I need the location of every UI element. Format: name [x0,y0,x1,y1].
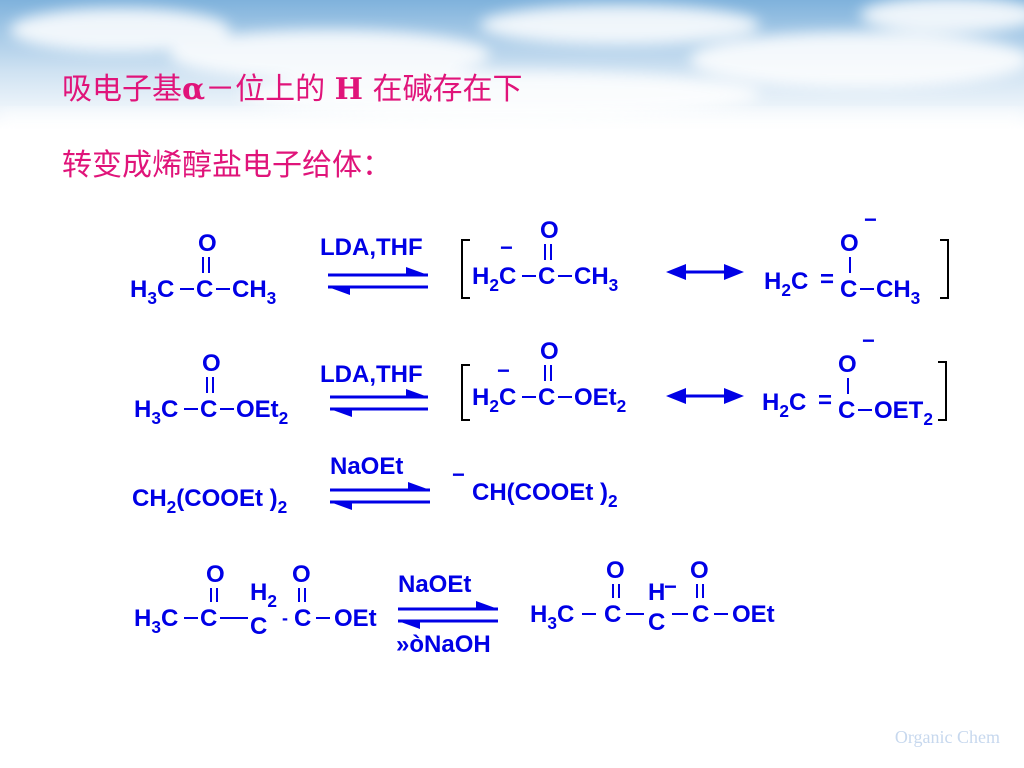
r1-substrate-carbonyl-carbon: C [196,276,213,303]
r4-product-o2: O [690,557,709,584]
r1-carbanion-left-group: H2C [472,263,516,295]
r1-oxyanion-double-bond: = [820,266,834,293]
r1-substrate-oxygen: O [198,230,217,257]
r2-bracket-left [461,364,470,421]
r4-product-left: H3C [530,601,574,633]
r2-substrate-left-group: H3C [134,396,178,428]
r1-carbanion-charge: − [500,235,513,260]
r1-resonance-left-head [666,264,686,280]
r4-substrate-left: H3C [134,605,178,637]
r2-oxyanion-ch2: H2C [762,389,806,421]
r2-substrate-carbonyl-carbon: C [200,396,217,423]
r3-equilibrium-forward-head [408,482,430,490]
r2-bracket-right [938,361,947,421]
r1-carbanion-oxygen: O [540,217,559,244]
r1-carbanion-right-group: CH3 [574,263,618,295]
r2-carbanion-charge: − [497,358,510,383]
r1-oxyanion-charge: − [864,207,877,232]
r1-substrate-right-group: CH3 [232,276,276,308]
title-line-1: 吸电子基α－位上的 H 在碱存在下 [62,72,523,107]
r2-carbanion-carbonyl-carbon: C [538,384,555,411]
r4-equilibrium-back-head [398,621,420,629]
r2-equilibrium-back-head [330,409,352,417]
r1-equilibrium-forward-head [406,267,428,275]
r1-oxyanion-ch2: H2C [764,268,808,300]
r4-product-charge: − [664,574,677,599]
r1-reagent: LDA,THF [320,234,423,261]
r2-substrate-right-group: OEt2 [236,396,288,428]
r2-resonance-right-head [724,388,744,404]
r2-oxyanion-carbon: C [838,397,855,424]
watermark: Organic Chem [894,727,1000,747]
r2-oxyanion-oxygen: O [838,351,857,378]
r4-reagent-top: NaOEt [398,571,471,598]
r4-substrate-c1: C [200,605,217,632]
r2-equilibrium-forward-head [406,389,428,397]
r2-oxyanion-double-bond: = [818,387,832,414]
r4-product-c3: C [692,601,709,628]
r4-product-c1: C [604,601,621,628]
r1-bracket-left [461,239,470,299]
r4-product-h: H [648,579,665,606]
r4-equilibrium-forward-head [476,601,498,609]
r1-equilibrium-back-head [328,287,350,295]
r1-oxyanion-right: CH3 [876,276,920,308]
r2-carbanion-right-group: OEt2 [574,384,626,416]
r4-reagent-bottom: »òNaOH [396,631,491,658]
r4-substrate-c2: C [250,613,267,640]
r2-oxyanion-charge: − [862,328,875,353]
r4-substrate-o2: O [292,561,311,588]
r4-substrate-ch2: H2 [250,579,277,611]
r4-product-c2: C [648,609,665,636]
r4-substrate-dot: - [282,608,288,628]
r4-substrate-c3: C [294,605,311,632]
r4-product-o1: O [606,557,625,584]
r4-product-right: OEt [732,601,775,628]
r3-equilibrium-back-head [330,502,352,510]
r2-substrate-oxygen: O [202,350,221,377]
r2-carbanion-oxygen: O [540,338,559,365]
r1-resonance-right-head [724,264,744,280]
r2-oxyanion-right: OET2 [874,397,933,429]
r3-substrate: CH2(COOEt )2 [132,485,287,517]
r1-substrate-left-group: H3C [130,276,174,308]
title-line-2: 转变成烯醇盐电子给体： [62,148,392,183]
r1-bracket-right [940,239,949,299]
r4-substrate-o1: O [206,561,225,588]
r2-carbanion-left-group: H2C [472,384,516,416]
r4-substrate-right: OEt [334,605,377,632]
r2-resonance-left-head [666,388,686,404]
r2-reagent: LDA,THF [320,361,423,388]
r1-oxyanion-carbon: C [840,276,857,303]
r3-product-charge: − [452,462,465,487]
r1-carbanion-carbonyl-carbon: C [538,263,555,290]
r3-product: CH(COOEt )2 [472,479,618,511]
r3-reagent: NaOEt [330,453,403,480]
r1-oxyanion-oxygen: O [840,230,859,257]
